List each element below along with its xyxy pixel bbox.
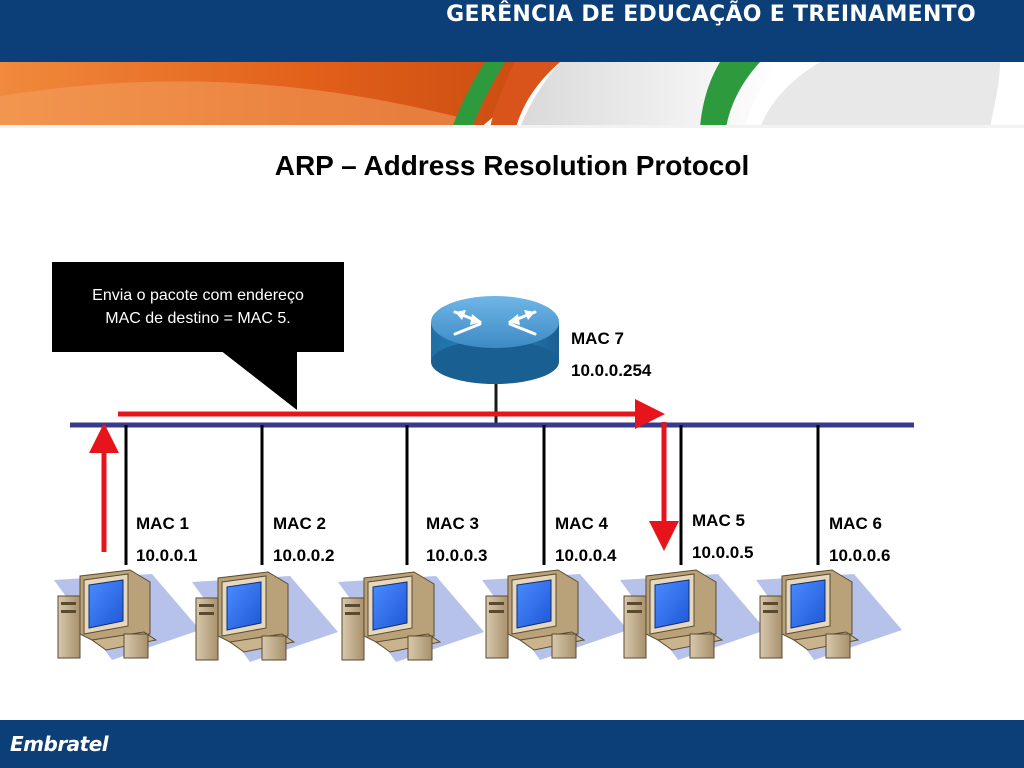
host-drop-lines	[124, 425, 820, 565]
computer-icon	[191, 571, 339, 663]
host-6-mac: MAC 6	[829, 514, 882, 533]
host-1-ip: 10.0.0.1	[136, 546, 198, 565]
host-3-ip: 10.0.0.3	[426, 546, 488, 565]
embratel-logo: Embratel	[10, 732, 109, 756]
host-5-mac: MAC 5	[692, 511, 745, 530]
footer-bar	[0, 720, 1024, 768]
host-3-mac: MAC 3	[426, 514, 479, 533]
host-4-mac: MAC 4	[555, 514, 608, 533]
header-bar	[0, 0, 1024, 62]
callout-text: Envia o pacote com endereço MAC de desti…	[52, 284, 344, 330]
host-1-mac: MAC 1	[136, 514, 189, 533]
host-2-mac: MAC 2	[273, 514, 326, 533]
host-2-ip: 10.0.0.2	[273, 546, 335, 565]
host-6-ip: 10.0.0.6	[829, 546, 891, 565]
callout-box	[52, 262, 344, 410]
host-5-ip: 10.0.0.5	[692, 543, 754, 562]
computer-icon	[481, 569, 629, 661]
callout-line-1: Envia o pacote com endereço	[92, 287, 304, 304]
computer-icon	[337, 571, 485, 663]
router-mac-label: MAC 7	[571, 329, 624, 348]
host-4-ip: 10.0.0.4	[555, 546, 617, 565]
header-banner	[0, 62, 1024, 128]
computer-icon	[619, 569, 767, 661]
slide-title: ARP – Address Resolution Protocol	[274, 150, 750, 181]
computer-icon	[54, 569, 200, 660]
computer-icon	[755, 569, 903, 661]
router-icon	[431, 296, 559, 384]
router-ip-label: 10.0.0.254	[571, 361, 652, 380]
callout-line-2: MAC de destino = MAC 5.	[105, 310, 291, 327]
packet-path-arrows	[89, 399, 679, 552]
header-title: GERÊNCIA DE EDUCAÇÃO E TREINAMENTO	[446, 2, 976, 27]
